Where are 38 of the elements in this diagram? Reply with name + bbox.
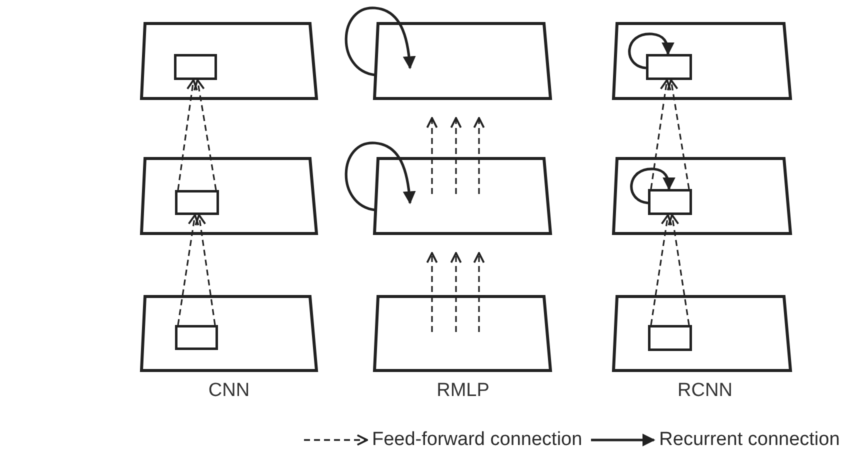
- loop-arrow: [630, 168, 676, 204]
- layer-trapezoid: [373, 22, 552, 100]
- layer-trapezoid: [612, 295, 792, 372]
- dashed-arrow: [177, 214, 200, 326]
- unit-box: [648, 189, 692, 215]
- dashed-arrow: [193, 79, 217, 190]
- dashed-arrow: [668, 214, 690, 326]
- layer-trapezoid: [373, 157, 552, 235]
- layer-trapezoid: [612, 157, 792, 235]
- column-label: CNN: [208, 380, 250, 402]
- dashed-arrow: [194, 214, 216, 326]
- column-label: RCNN: [678, 380, 732, 402]
- layer-trapezoid: [612, 22, 792, 100]
- loop-arrow: [344, 6, 416, 76]
- dashed-arrow: [473, 252, 485, 332]
- layer-trapezoid: [140, 157, 318, 235]
- unit-box: [175, 325, 218, 350]
- column-label: RMLP: [436, 380, 490, 402]
- layer-trapezoid: [373, 295, 552, 372]
- unit-box: [175, 190, 219, 215]
- loop-arrow: [628, 32, 674, 70]
- unit-box: [646, 54, 692, 80]
- layer-trapezoid: [140, 295, 318, 372]
- dashed-arrow: [650, 79, 672, 190]
- unit-box: [174, 54, 217, 80]
- dashed-arrow: [177, 79, 198, 190]
- dashed-arrow: [650, 214, 672, 326]
- dashed-arrow: [473, 117, 485, 194]
- dashed-arrow: [450, 252, 462, 332]
- unit-box: [648, 325, 692, 351]
- layer-trapezoid: [140, 22, 318, 100]
- dashed-arrow: [426, 252, 438, 332]
- dashed-arrow: [666, 79, 690, 190]
- legend-text: Recurrent connection: [659, 429, 840, 451]
- legend-text: Feed-forward connection: [372, 429, 582, 451]
- dashed-arrow: [450, 117, 462, 194]
- loop-arrow: [344, 142, 416, 212]
- dashed-arrow: [426, 117, 438, 194]
